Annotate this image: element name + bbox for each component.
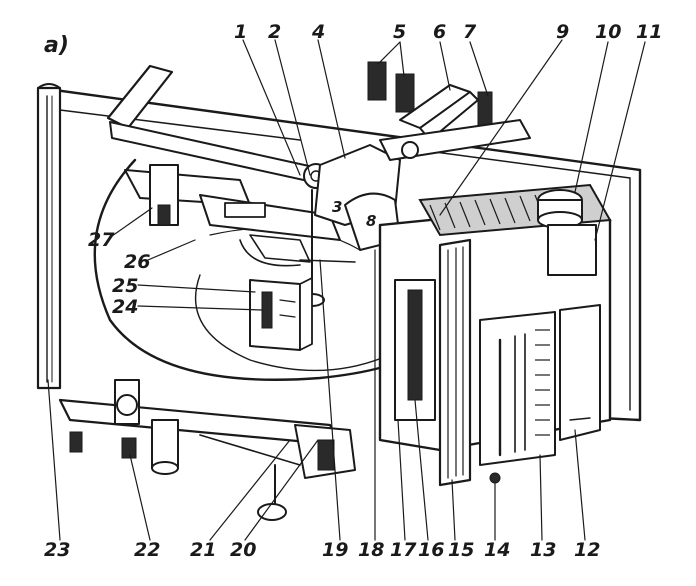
leader-lines [47, 39, 646, 541]
callout-24: 24 [112, 296, 138, 318]
inner-label-3: 3 [332, 198, 342, 216]
callout-10: 10 [595, 21, 621, 43]
callout-16: 16 [418, 539, 444, 561]
callout-27: 27 [88, 229, 115, 251]
callout-4: 4 [311, 21, 325, 43]
callout-18: 18 [358, 539, 384, 561]
top-brackets [367, 61, 531, 161]
callouts-top: 1 2 4 5 6 7 9 10 11 [234, 21, 662, 43]
callout-14: 14 [484, 539, 510, 561]
upper-mechanism [124, 164, 341, 267]
callout-20: 20 [230, 539, 256, 561]
inner-label-8: 8 [366, 212, 376, 230]
callout-21: 21 [190, 539, 216, 561]
cylinder-cap [537, 189, 597, 276]
back-plate [38, 86, 642, 422]
callout-22: 22 [134, 539, 160, 561]
callout-13: 13 [530, 539, 556, 561]
callout-1: 1 [234, 21, 247, 43]
callout-19: 19 [322, 539, 348, 561]
callouts-bottom: 23 22 21 20 19 18 17 16 15 14 13 12 [44, 539, 600, 561]
callout-6: 6 [433, 21, 446, 43]
panel-label: a) [44, 33, 69, 58]
callouts-left: 27 26 25 24 [88, 229, 150, 318]
callout-25: 25 [112, 275, 138, 297]
callout-12: 12 [574, 539, 600, 561]
callout-11: 11 [636, 21, 662, 43]
bottom-base [58, 379, 356, 521]
callout-2: 2 [268, 21, 281, 43]
left-column [36, 83, 62, 390]
callout-26: 26 [124, 251, 150, 273]
callout-15: 15 [448, 539, 474, 561]
callout-5: 5 [393, 21, 406, 43]
callout-23: 23 [44, 539, 70, 561]
slider-block [249, 277, 313, 351]
callout-9: 9 [556, 21, 569, 43]
top-lever [106, 64, 329, 189]
callout-17: 17 [390, 539, 417, 561]
callout-7: 7 [463, 21, 477, 43]
